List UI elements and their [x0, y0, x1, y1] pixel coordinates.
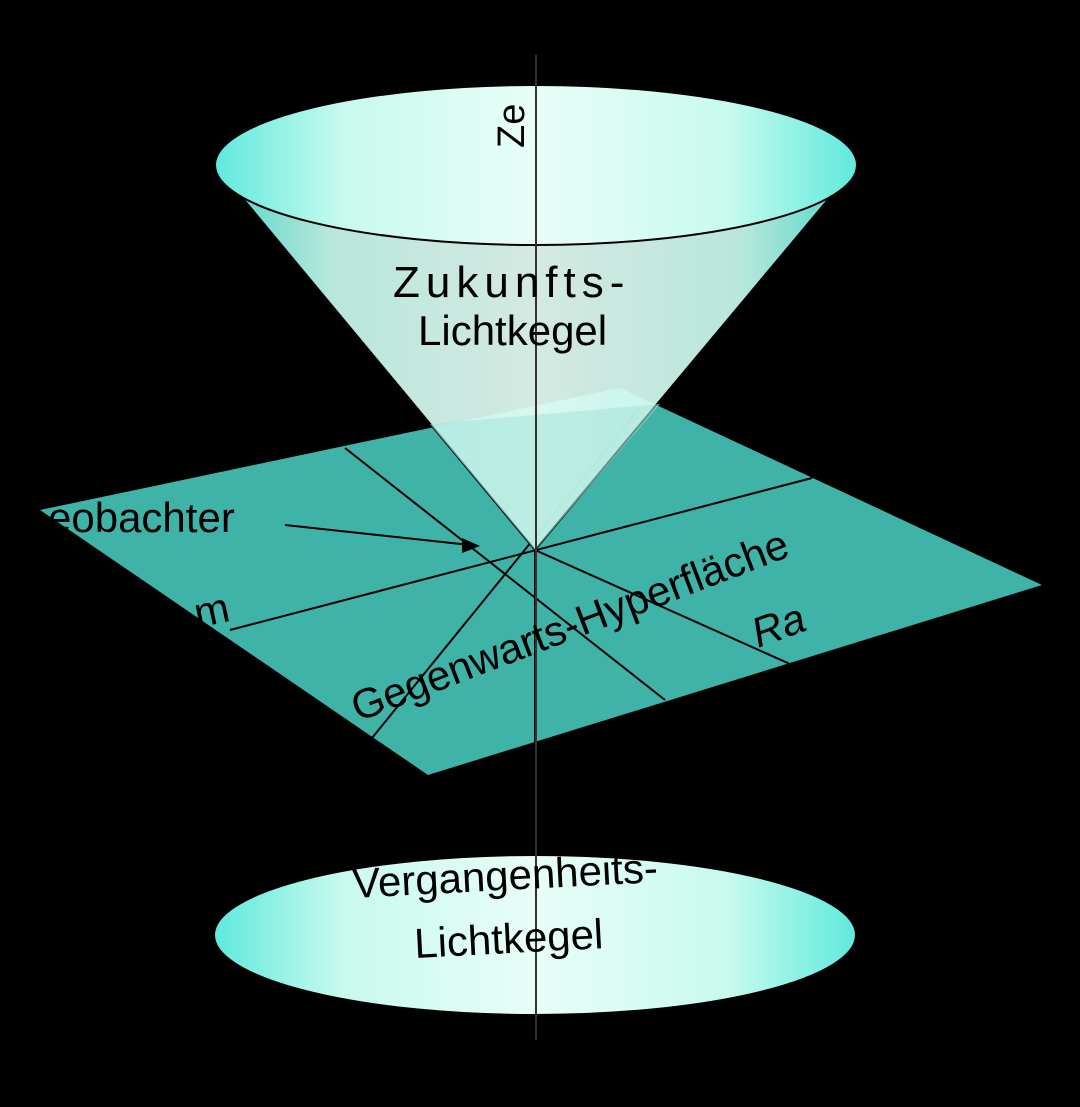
future-cone-label-line1: Zukunfts-	[393, 258, 630, 307]
future-cone-translucent	[430, 404, 660, 550]
time-axis-label: Ze	[491, 104, 533, 148]
axis-top-symbol: %	[522, 20, 552, 58]
space-line-4	[534, 549, 791, 665]
axis-bottom-symbol: %	[522, 1052, 552, 1090]
hyperplane-surface	[40, 388, 1042, 775]
future-cone-label-line2: Lichtkegel	[418, 307, 607, 354]
observer-label: eobachter	[48, 494, 235, 541]
observer-arrow	[284, 524, 480, 553]
past-cone-label-line2: Lichtkegel	[413, 910, 604, 967]
